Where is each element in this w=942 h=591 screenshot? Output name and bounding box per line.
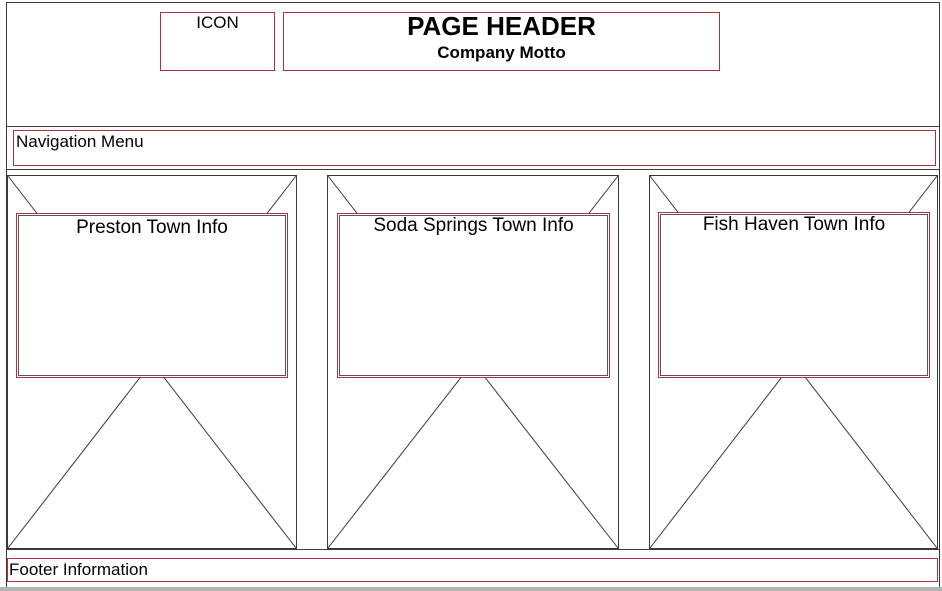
footer-information: Footer Information [7,558,938,582]
town-info-title: Soda Springs Town Info [373,215,574,236]
header-icon-label: ICON [196,13,239,32]
company-motto: Company Motto [437,43,566,62]
navigation-menu[interactable]: Navigation Menu [13,130,936,166]
footer-region [7,549,939,587]
page-title: PAGE HEADER [407,11,596,41]
column-preston [7,175,297,549]
nav-region [7,127,939,170]
header-title-box: PAGE HEADER Company Motto [283,11,720,71]
town-info-preston[interactable]: Preston Town Info [16,213,288,378]
town-info-fish-haven[interactable]: Fish Haven Town Info [658,212,930,378]
navigation-menu-label: Navigation Menu [16,132,144,151]
footer-label: Footer Information [9,560,148,579]
town-info-soda-springs[interactable]: Soda Springs Town Info [337,213,610,378]
town-info-title: Preston Town Info [76,217,228,238]
town-info-title: Fish Haven Town Info [702,214,886,235]
bottom-bar [0,587,942,591]
column-soda-springs [327,175,619,549]
column-fish-haven [649,175,938,549]
header-region [7,3,939,127]
header-icon: ICON [160,12,275,71]
